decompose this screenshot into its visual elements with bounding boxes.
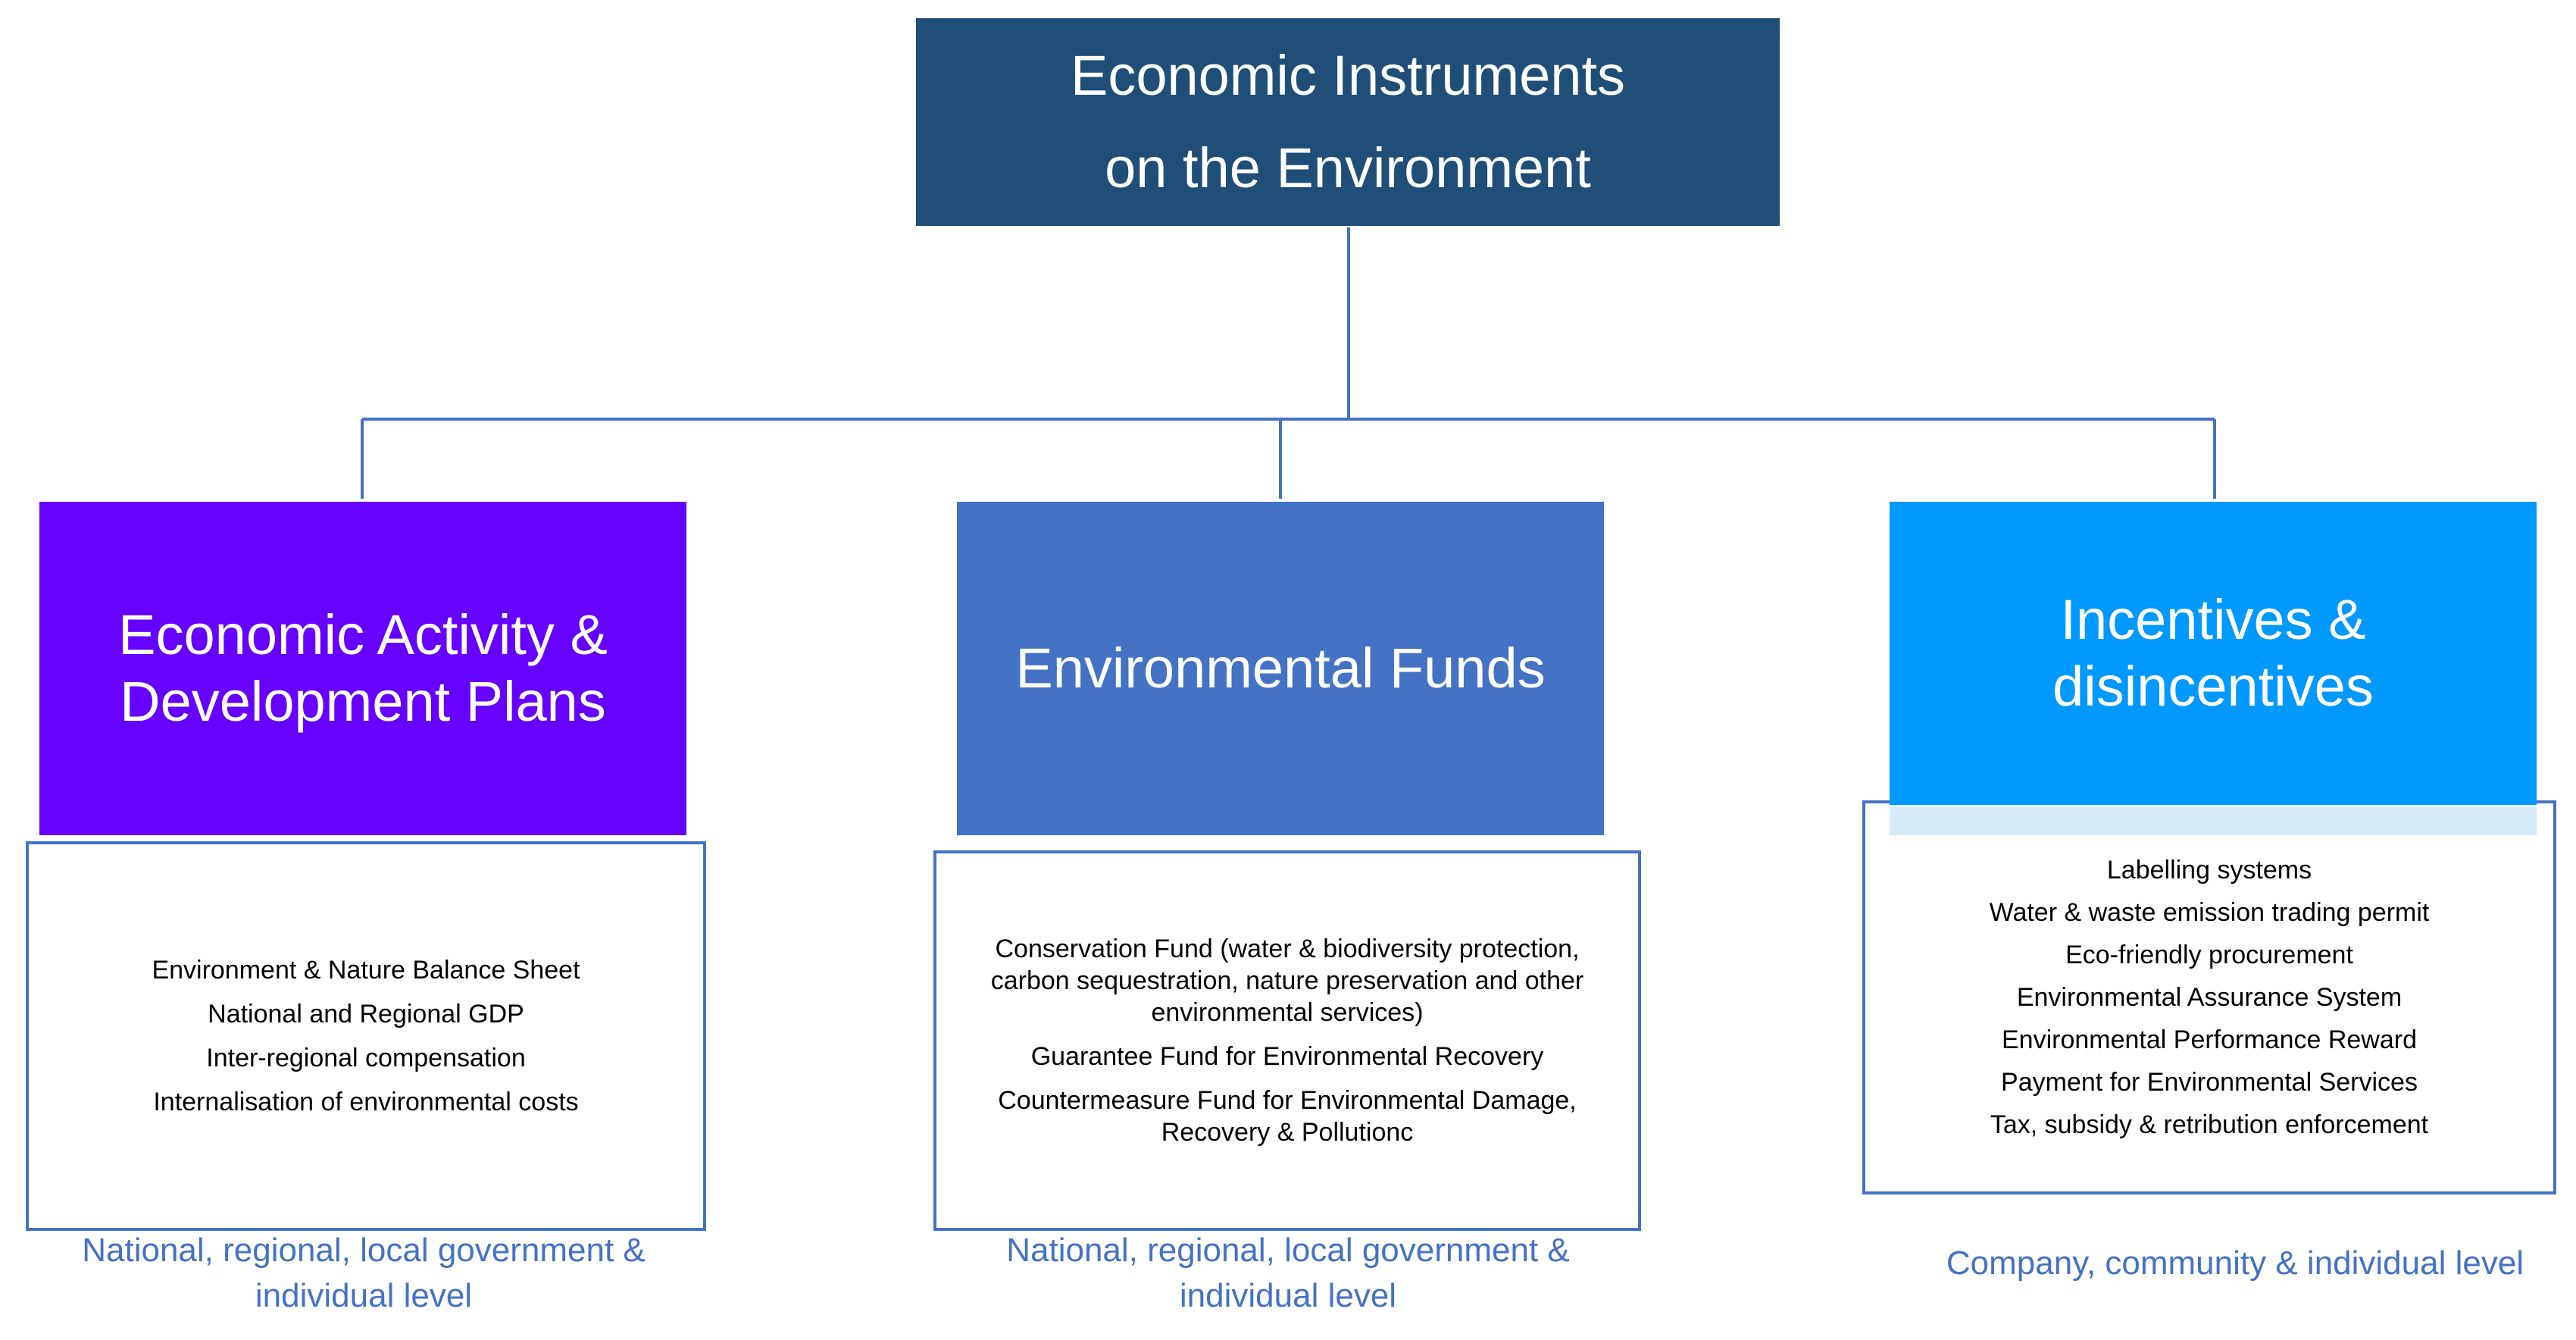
- detail-item: Environmental Assurance System: [2016, 983, 2402, 1012]
- detail-item: Internalisation of environmental costs: [153, 1088, 579, 1116]
- detail-item: Guarantee Fund for Environmental Recover…: [1030, 1042, 1544, 1071]
- category-incentives-disincentives: Incentives & disincentives: [1890, 502, 2537, 805]
- detail-item: Labelling systems: [2106, 856, 2312, 884]
- detail-item: Environmental Performance Reward: [2001, 1025, 2418, 1054]
- detail-box-economic-activity: Environment & Nature Balance Sheet Natio…: [26, 841, 706, 1231]
- detail-item: Water & waste emission trading permit: [1989, 898, 2430, 927]
- level-label-economic-activity: National, regional, local government & i…: [82, 1232, 646, 1314]
- detail-item: Payment for Environmental Services: [2001, 1068, 2418, 1097]
- root-node-economic-instruments: Economic Instruments on the Environment: [916, 18, 1780, 226]
- category-title-line1: Economic Activity &: [118, 603, 608, 666]
- detail-item: Eco-friendly procurement: [2065, 941, 2353, 969]
- category-title: Environmental Funds: [1015, 637, 1546, 700]
- detail-item: Tax, subsidy & retribution enforcement: [1990, 1110, 2429, 1139]
- detail-item: Inter-regional compensation: [206, 1044, 526, 1072]
- category-title: Incentives & disincentives: [2052, 588, 2374, 718]
- detail-item: National and Regional GDP: [208, 1000, 524, 1028]
- incentives-box-fade: [1890, 806, 2537, 835]
- category-title: Economic Activity & Development Plans: [118, 602, 608, 735]
- root-title-line2: on the Environment: [1105, 136, 1591, 199]
- detail-box-environmental-funds: Conservation Fund (water & biodiversity …: [933, 850, 1641, 1231]
- category-title-line2: Development Plans: [120, 670, 606, 733]
- category-economic-activity: Economic Activity & Development Plans: [39, 502, 686, 835]
- level-label-environmental-funds: National, regional, local government & i…: [1006, 1232, 1570, 1314]
- level-label-incentives: Company, community & individual level: [1946, 1245, 2524, 1282]
- detail-item: Environment & Nature Balance Sheet: [152, 956, 580, 985]
- detail-item: Countermeasure Fund for Environmental Da…: [998, 1086, 1577, 1147]
- category-environmental-funds: Environmental Funds: [957, 502, 1604, 835]
- detail-item: Conservation Fund (water & biodiversity …: [990, 935, 1584, 1027]
- detail-box-incentives: Labelling systems Water & waste emission…: [1862, 800, 2556, 1194]
- root-title-line1: Economic Instruments: [1070, 44, 1626, 107]
